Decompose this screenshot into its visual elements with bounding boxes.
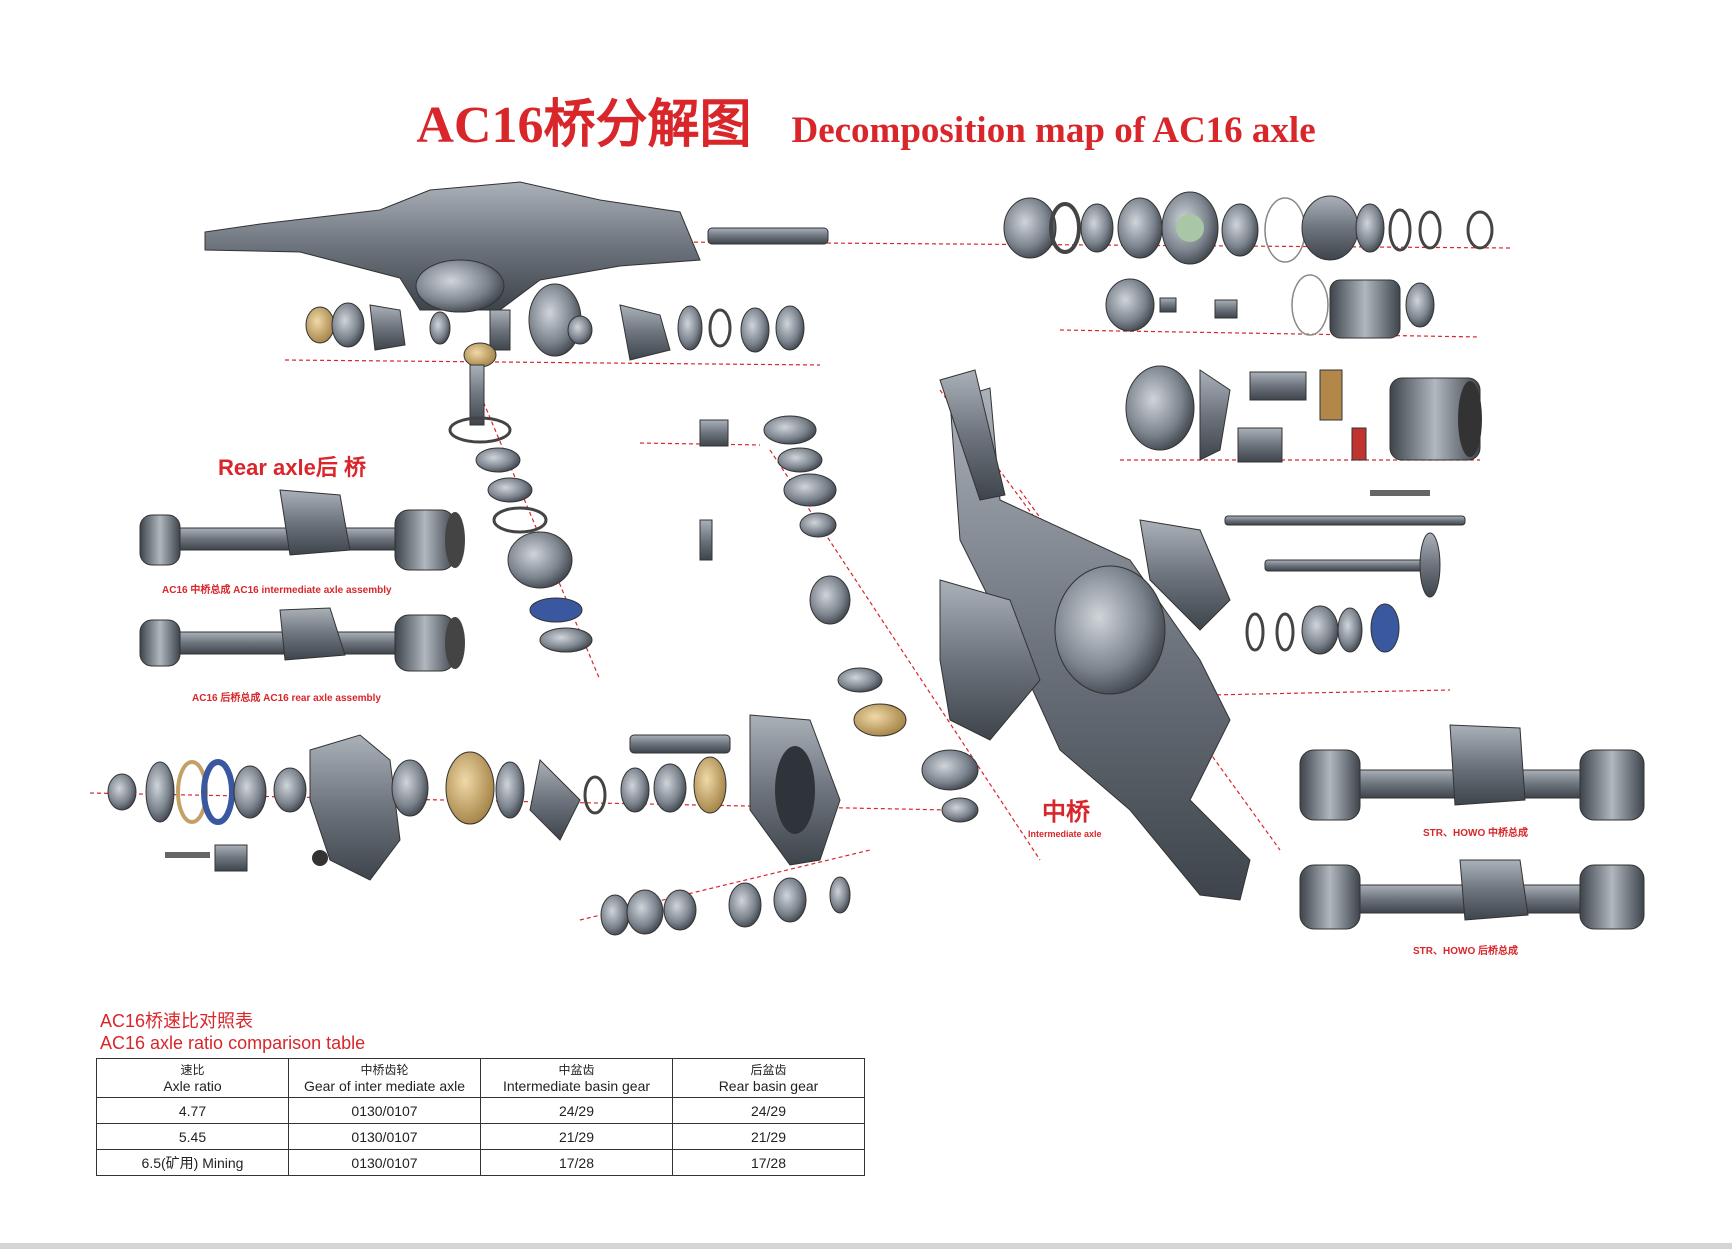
label-middle-axle-en: Intermediate axle <box>1028 829 1102 839</box>
label-rear-axle: Rear axle后 桥 <box>218 455 366 480</box>
cell: 5.45 <box>96 1123 289 1150</box>
str-howo-rear-axle-image <box>1299 859 1645 930</box>
label-str-howo-rear: STR、HOWO 后桥总成 <box>1413 944 1518 957</box>
inter-axle-differential-parts <box>699 415 1041 823</box>
label-ac16-rear-assembly: AC16 后桥总成 AC16 rear axle assembly <box>192 691 381 704</box>
title-chinese: AC16桥分解图 <box>416 97 752 154</box>
table-row: 5.45 0130/0107 21/29 21/29 <box>96 1123 865 1150</box>
ratio-table-heading-cn: AC16桥速比对照表 <box>100 1011 254 1031</box>
ac16-intermediate-axle-assembly-image <box>139 489 465 571</box>
rear-axle-housing <box>204 181 829 313</box>
label-ac16-intermediate-assembly: AC16 中桥总成 AC16 intermediate axle assembl… <box>162 583 392 596</box>
ac16-rear-axle-assembly-image <box>139 607 465 672</box>
cell: 17/28 <box>672 1149 865 1176</box>
differential-gear-stack <box>305 283 805 653</box>
cell: 21/29 <box>672 1123 865 1150</box>
cell: 24/29 <box>480 1097 673 1124</box>
cell: 24/29 <box>672 1097 865 1124</box>
table-row: 6.5(矿用) Mining 0130/0107 17/28 17/28 <box>96 1149 865 1176</box>
page-title: AC16桥分解图 Decomposition map of AC16 axle <box>0 82 1732 157</box>
cell: 0130/0107 <box>288 1097 481 1124</box>
cell: 6.5(矿用) Mining <box>96 1149 289 1176</box>
bottom-border <box>0 1243 1732 1249</box>
cell: 4.77 <box>96 1097 289 1124</box>
str-howo-intermediate-axle-image <box>1299 724 1645 821</box>
half-shafts <box>1224 515 1466 655</box>
ratio-table-heading: AC16桥速比对照表 AC16 axle ratio comparison ta… <box>100 1010 365 1054</box>
main-reducer-parts <box>107 714 851 936</box>
label-str-howo-intermediate: STR、HOWO 中桥总成 <box>1423 826 1528 839</box>
label-middle-axle-cn: 中桥 <box>1042 799 1091 826</box>
ratio-table-heading-en: AC16 axle ratio comparison table <box>100 1033 366 1053</box>
cell: 0130/0107 <box>288 1123 481 1150</box>
cell: 0130/0107 <box>288 1149 481 1176</box>
title-english: Decomposition map of AC16 axle <box>791 110 1316 151</box>
cell: 17/28 <box>480 1149 673 1176</box>
cell: 21/29 <box>480 1123 673 1150</box>
intermediate-axle-housing <box>939 369 1251 901</box>
exploded-parts-diagram: Rear axle后 桥 AC16 中桥总成 AC16 intermediate… <box>89 181 1645 957</box>
wheel-hub-parts <box>1003 191 1494 265</box>
brake-assembly-parts <box>1105 274 1482 496</box>
table-row: 4.77 0130/0107 24/29 24/29 <box>96 1097 865 1124</box>
